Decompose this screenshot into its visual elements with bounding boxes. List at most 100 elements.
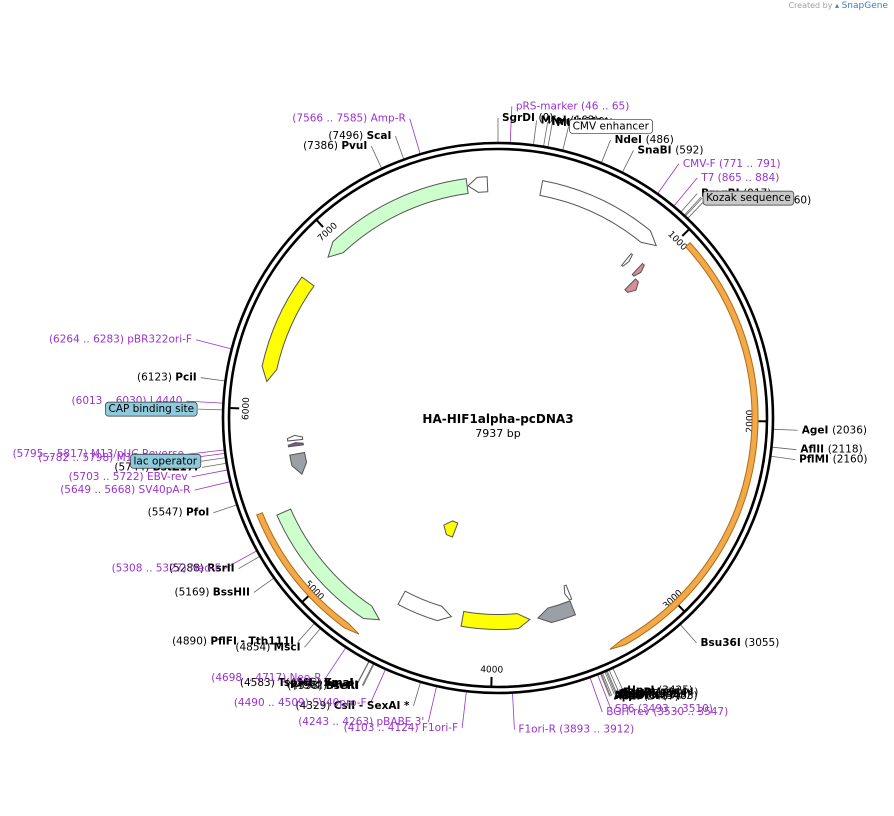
enzyme-label: AgeI (2036) bbox=[802, 424, 867, 436]
leader-line bbox=[198, 408, 223, 411]
leader-line bbox=[224, 550, 257, 569]
feature-neor-kanr bbox=[276, 508, 381, 621]
feature-ha bbox=[631, 262, 645, 277]
feature-hif1alpha bbox=[609, 242, 759, 650]
primer-label: (5649 .. 5668) SV40pA-R bbox=[60, 484, 190, 496]
leader-line bbox=[512, 693, 515, 730]
leader-line bbox=[589, 677, 603, 713]
leader-line bbox=[194, 481, 230, 491]
feature-m13-rev bbox=[287, 442, 304, 448]
leader-line bbox=[600, 674, 610, 697]
feature-f1-ori bbox=[460, 610, 531, 630]
feature-box bbox=[702, 190, 795, 206]
leader-line bbox=[673, 177, 698, 206]
leader-line bbox=[604, 672, 615, 695]
leader-line bbox=[657, 163, 680, 194]
primer-label: SP6 (3493 .. 3510) bbox=[615, 703, 713, 715]
enzyme-label: (6123) PciI bbox=[137, 372, 197, 384]
leader-line bbox=[304, 628, 321, 648]
enzyme-label: SnaBI (592) bbox=[638, 144, 704, 156]
enzyme-label: (4854) MscI bbox=[235, 641, 300, 653]
leader-line bbox=[562, 126, 569, 150]
feature-box bbox=[569, 119, 653, 134]
leader-line bbox=[361, 663, 374, 686]
backbone-outer-circle bbox=[221, 141, 775, 695]
snapgene-credit: Created by ▴ SnapGene bbox=[788, 1, 888, 11]
feature-cmv-promoter bbox=[539, 180, 658, 247]
leader-line bbox=[325, 647, 346, 679]
leader-line bbox=[202, 463, 226, 468]
enzyme-label: (4890) PflFI - Tth111I bbox=[172, 636, 294, 648]
primer-label: (4243 .. 4263) pBABE 3' bbox=[298, 716, 424, 728]
primer-label: CMV-F (771 .. 791) bbox=[683, 158, 781, 170]
enzyme-label: (4585) SmaI bbox=[286, 677, 354, 689]
leader-line bbox=[533, 120, 538, 145]
enzyme-label: (4583) TspMI - XmaI bbox=[240, 677, 354, 689]
leader-line bbox=[773, 428, 798, 431]
feature-bgh-poly-a-signal bbox=[536, 600, 577, 624]
feature-ha bbox=[624, 278, 640, 294]
leader-line bbox=[509, 106, 513, 143]
leader-line bbox=[597, 675, 612, 710]
enzyme-label: PflMI (2160) bbox=[799, 454, 867, 466]
tick-mark bbox=[301, 594, 310, 603]
leader-line bbox=[195, 339, 231, 350]
leader-line bbox=[370, 669, 386, 703]
leader-line bbox=[186, 400, 223, 404]
primer-label: (4103 .. 4124) F1ori-F bbox=[344, 722, 459, 734]
enzyme-label: (4329) CsiI - SexAI * bbox=[295, 700, 410, 712]
leader-line bbox=[213, 504, 237, 514]
boxed-label: CAP binding site bbox=[108, 403, 194, 415]
primer-label: (7566 .. 7585) Amp-R bbox=[292, 113, 406, 125]
primer-label: (4490 .. 4509) SV40pro-F bbox=[234, 697, 367, 709]
enzyme-label: PspOMI (3483) bbox=[614, 690, 697, 702]
leader-line bbox=[605, 671, 617, 695]
leader-line bbox=[608, 670, 620, 693]
feature-hif1-fragment bbox=[256, 512, 360, 635]
leader-line bbox=[601, 673, 611, 697]
leader-line bbox=[427, 686, 437, 723]
tick-label: 2000 bbox=[745, 409, 755, 432]
leader-line bbox=[188, 449, 224, 455]
site-labels: SgrDI (0)MfeI (163)NruI (210)MluI (230)N… bbox=[13, 100, 868, 735]
primer-label: (4698 .. 4717) Neo-R bbox=[211, 672, 321, 684]
feature-sp6-promoter bbox=[563, 584, 573, 601]
leader-line bbox=[201, 457, 225, 462]
enzyme-label: (7386) PvuI bbox=[303, 140, 367, 152]
plasmid-name: HA-HIF1alpha-pcDNA3 bbox=[422, 412, 573, 426]
leader-line bbox=[612, 668, 624, 691]
leader-line bbox=[622, 150, 634, 172]
primer-label: (5703 .. 5722) EBV-rev bbox=[69, 471, 188, 483]
leader-line bbox=[461, 692, 467, 728]
leader-line bbox=[606, 671, 618, 694]
primer-label: (6264 .. 6283) pBR322ori-F bbox=[49, 334, 192, 346]
leader-line bbox=[297, 623, 315, 642]
leader-line bbox=[409, 118, 421, 154]
enzyme-label: NotI (3459) bbox=[620, 688, 684, 700]
leader-line bbox=[684, 196, 702, 216]
enzyme-label: (5169) BssHII bbox=[175, 586, 250, 598]
leader-line bbox=[370, 145, 382, 169]
enzyme-label: (4562) AvrII bbox=[292, 679, 358, 691]
enzyme-label: Bsu36I (3055) bbox=[701, 637, 780, 649]
leader-line bbox=[680, 193, 698, 212]
credit-text: Created by bbox=[788, 1, 833, 10]
feature-sv40-poly-a-signal bbox=[289, 451, 308, 476]
leader-line bbox=[357, 661, 370, 684]
leader-line bbox=[356, 661, 369, 684]
feature-sv40-promoter bbox=[397, 590, 453, 622]
leader-lines bbox=[186, 106, 798, 730]
leader-line bbox=[200, 377, 225, 382]
primer-label: BGH-rev (3530 .. 3547) bbox=[606, 706, 728, 718]
enzyme-label: HpaI (3425) bbox=[627, 685, 693, 697]
leader-line bbox=[395, 135, 404, 159]
enzyme-label: BstXI (3454) bbox=[621, 687, 691, 699]
enzyme-label: (5547) PfoI bbox=[148, 507, 210, 519]
enzyme-label: (4558) BseRI bbox=[287, 680, 359, 692]
boxed-label: CMV enhancer bbox=[573, 120, 650, 132]
snapgene-logo-icon: ▴ bbox=[835, 1, 840, 10]
enzyme-label: EcoRV (3444) bbox=[623, 687, 698, 699]
leader-line bbox=[602, 673, 613, 696]
